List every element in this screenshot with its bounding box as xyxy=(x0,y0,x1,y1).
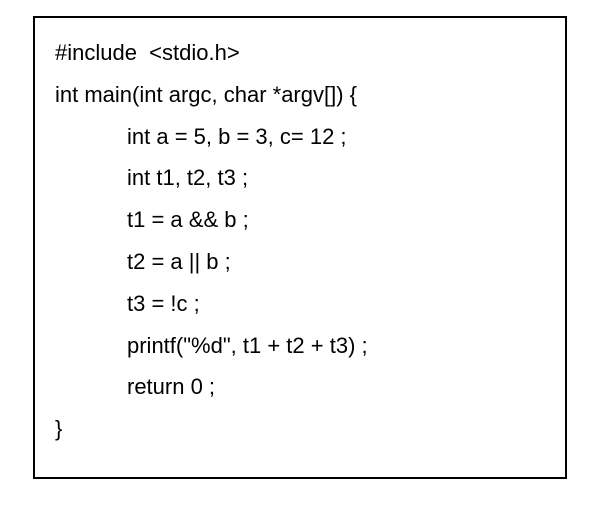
code-line-main-signature: int main(int argc, char *argv[]) { xyxy=(55,81,358,107)
code-line-declare-t: int t1, t2, t3 ; xyxy=(127,165,249,191)
code-line-return: return 0 ; xyxy=(127,374,216,400)
code-line-t3-assign: t3 = !c ; xyxy=(127,290,200,316)
code-line-declare-abc: int a = 5, b = 3, c= 12 ; xyxy=(127,123,347,149)
code-listing-box: #include <stdio.h> int main(int argc, ch… xyxy=(33,16,567,479)
code-line-closing-brace: } xyxy=(55,416,63,442)
code-line-include: #include <stdio.h> xyxy=(55,40,240,65)
code-line-printf: printf("%d", t1 + t2 + t3) ; xyxy=(127,332,368,358)
code-line-t1-assign: t1 = a && b ; xyxy=(127,207,249,233)
code-lines: #include <stdio.h> int main(int argc, ch… xyxy=(55,32,368,450)
code-line-t2-assign: t2 = a || b ; xyxy=(127,248,231,274)
